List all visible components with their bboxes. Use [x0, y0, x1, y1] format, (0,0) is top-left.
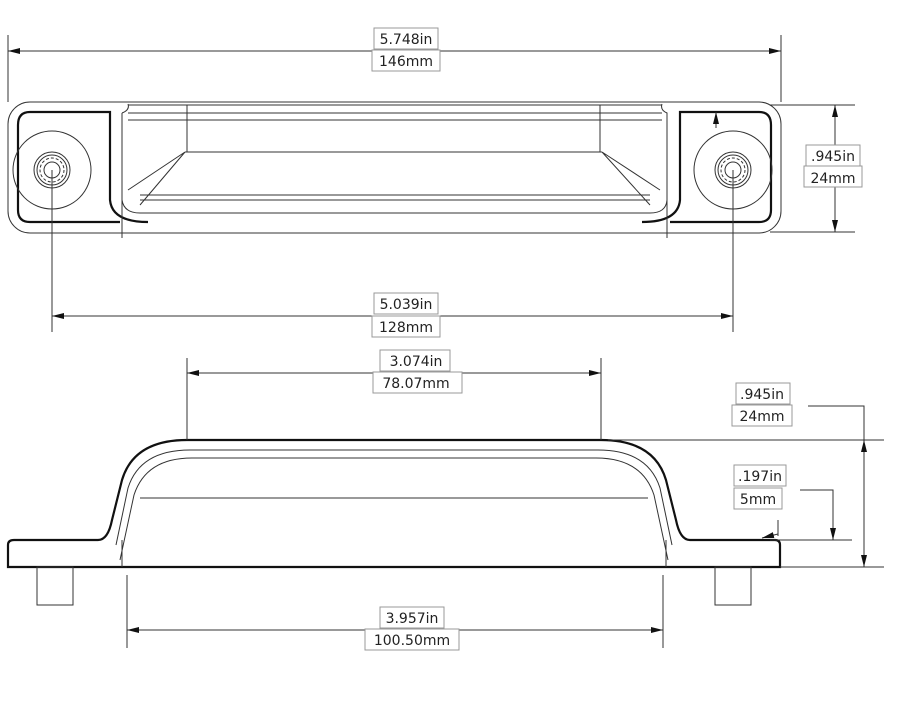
side-view — [6, 438, 782, 606]
hole-spacing-mm: 128mm — [379, 320, 433, 336]
top-flat-mm: 78.07mm — [382, 376, 449, 392]
dimension-top-flat: 3.074in 78.07mm — [186, 349, 602, 440]
base-thickness-mm: 5mm — [740, 492, 776, 508]
dimension-top-height: .945in 24mm — [770, 104, 863, 233]
top-height-in: .945in — [811, 149, 855, 165]
left-boss-outline — [16, 110, 149, 224]
right-boss-outline — [641, 110, 773, 224]
base-span-mm: 100.50mm — [374, 633, 450, 649]
left-foot — [36, 566, 74, 606]
dimension-base-thickness: .197in 5mm — [733, 464, 852, 541]
top-flat-in: 3.074in — [390, 354, 443, 370]
top-view — [7, 101, 782, 238]
right-mounting-hole — [693, 130, 773, 210]
base-thickness-in: .197in — [738, 469, 782, 485]
base-span-in: 3.957in — [386, 611, 439, 627]
overall-length-in: 5.748in — [380, 32, 433, 48]
right-foot — [714, 566, 752, 606]
top-height-mm: 24mm — [810, 171, 855, 187]
dimension-base-span: 3.957in 100.50mm — [126, 575, 664, 651]
side-height-in: .945in — [740, 387, 784, 403]
dimension-overall-length: 5.748in 146mm — [7, 27, 782, 102]
side-height-mm: 24mm — [739, 409, 784, 425]
hole-spacing-in: 5.039in — [380, 297, 433, 313]
dimension-hole-spacing: 5.039in 128mm — [51, 170, 734, 338]
overall-length-mm: 146mm — [379, 54, 433, 70]
dimension-side-height: .945in 24mm — [608, 382, 884, 568]
